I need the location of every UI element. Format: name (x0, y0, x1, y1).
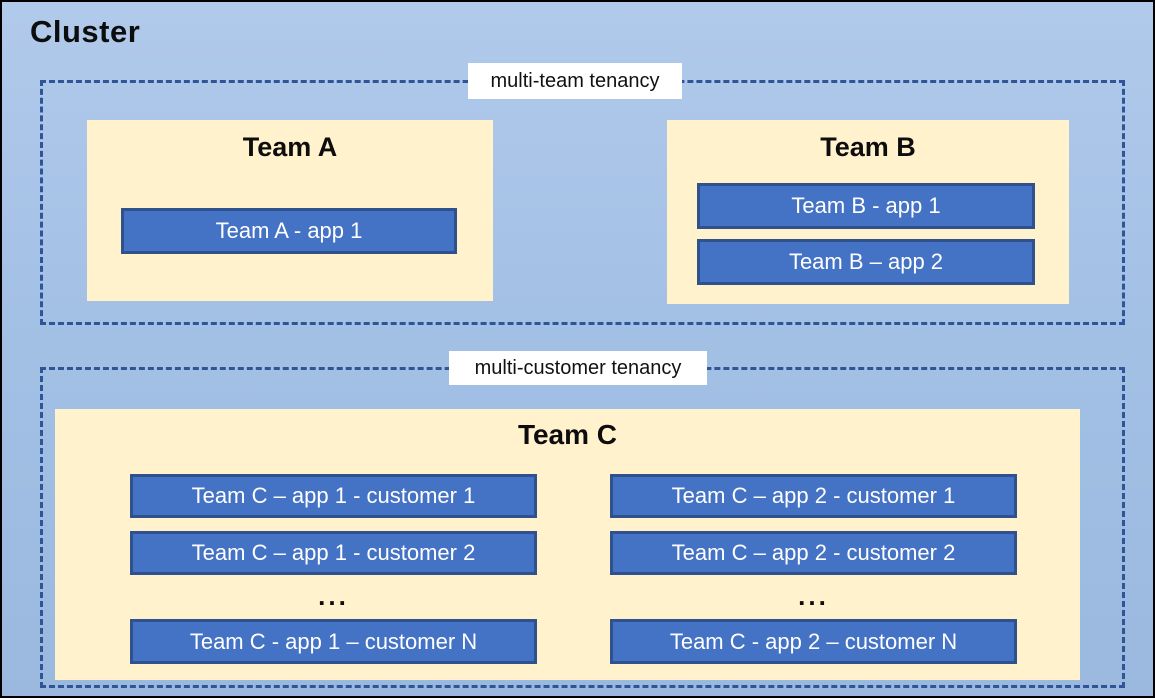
team-a-title: Team A (242, 132, 338, 162)
team-c-app2-ellipsis: ... (798, 581, 829, 611)
team-a-app-1-box: Team A - app 1 (121, 208, 457, 254)
team-c-app1-customer-1-box: Team C – app 1 - customer 1 (130, 474, 537, 518)
team-b-title: Team B (820, 132, 916, 162)
team-c-app-1-column: Team C – app 1 - customer 1 Team C – app… (130, 474, 537, 666)
team-c-app1-customer-n-box: Team C - app 1 – customer N (130, 619, 537, 664)
team-c-app2-customer-2-box: Team C – app 2 - customer 2 (610, 531, 1017, 575)
team-b-box: Team B Team B - app 1 Team B – app 2 (667, 120, 1069, 304)
team-b-app-2-box: Team B – app 2 (697, 239, 1035, 285)
team-a-box: Team A Team A - app 1 (87, 120, 493, 301)
cluster-title: Cluster (30, 14, 141, 49)
team-c-app-2-column: Team C – app 2 - customer 1 Team C – app… (610, 474, 1017, 666)
multi-team-tenancy-label: multi-team tenancy (468, 63, 682, 99)
team-c-app2-customer-1-box: Team C – app 2 - customer 1 (610, 474, 1017, 518)
team-c-app1-ellipsis: ... (318, 581, 349, 611)
team-c-box: Team C Team C – app 1 - customer 1 Team … (55, 409, 1080, 680)
team-c-app1-customer-2-box: Team C – app 1 - customer 2 (130, 531, 537, 575)
team-c-title: Team C (517, 419, 618, 450)
multi-customer-tenancy-label: multi-customer tenancy (449, 351, 707, 385)
team-b-app-1-box: Team B - app 1 (697, 183, 1035, 229)
team-c-app2-customer-n-box: Team C - app 2 – customer N (610, 619, 1017, 664)
